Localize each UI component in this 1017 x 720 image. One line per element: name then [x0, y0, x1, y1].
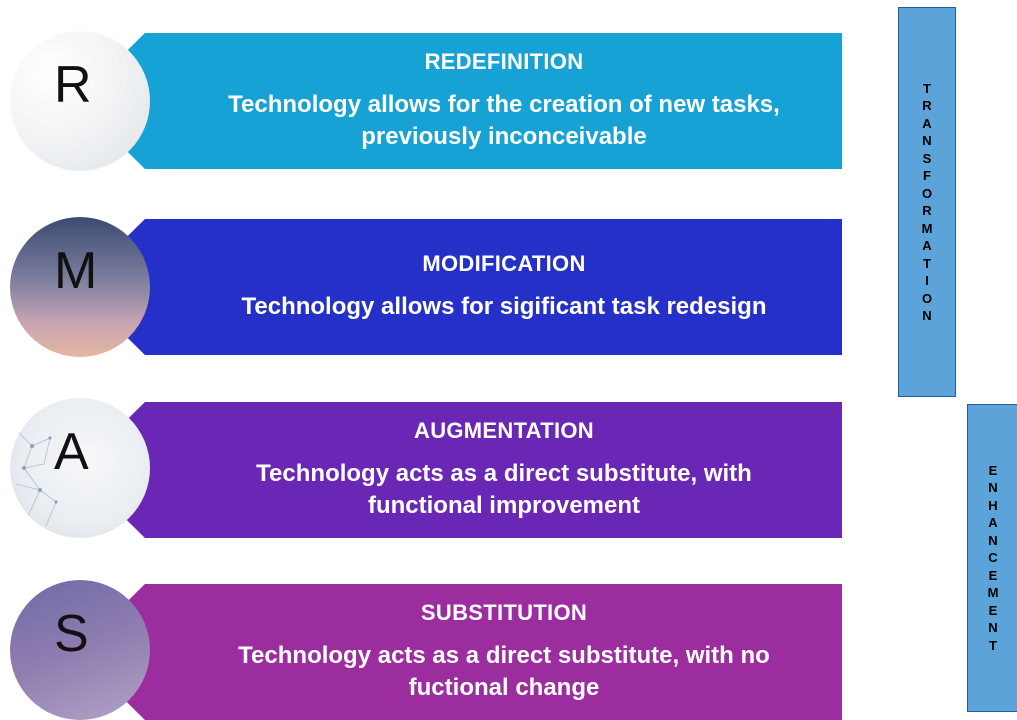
modification-desc-line-1: Technology allows for sigificant task re… [241, 293, 767, 320]
transformation-letter: R [922, 98, 932, 113]
enhancement-letter: E [988, 462, 998, 478]
substitution-desc-line-1: Technology acts as a direct substitute, … [238, 642, 770, 669]
enhancement-letter: M [987, 585, 999, 601]
enhancement-letter: E [988, 602, 998, 618]
network-texture-icon [13, 427, 58, 527]
modification-circle: M [10, 217, 150, 357]
level-modification: MODIFICATION Technology allows for sigif… [0, 217, 880, 357]
transformation-letter: A [922, 238, 932, 253]
transformation-letter: O [921, 290, 933, 306]
enhancement-letter: C [988, 550, 998, 566]
enhancement-label-box: E N H A N C E M E N T [967, 404, 1017, 712]
augmentation-banner [76, 402, 842, 538]
substitution-letter: S [54, 605, 89, 663]
augmentation-letter: A [54, 423, 89, 481]
enhancement-letter: A [988, 515, 998, 531]
augmentation-text: AUGMENTATION Technology acts as a direct… [166, 402, 842, 538]
transformation-label-box: T R A N S F O R M A T I O N [898, 7, 956, 397]
transformation-letter: A [922, 115, 932, 131]
modification-text: MODIFICATION Technology allows for sigif… [166, 219, 842, 355]
transformation-letter: I [925, 273, 929, 288]
substitution-banner [76, 584, 842, 720]
level-substitution: SUBSTITUTION Technology acts as a direct… [0, 580, 880, 720]
redefinition-desc-line-2: previously inconceivable [361, 123, 647, 150]
transformation-letter: O [921, 185, 933, 201]
transformation-letter: M [921, 220, 933, 236]
redefinition-banner [76, 33, 842, 169]
substitution-text: SUBSTITUTION Technology acts as a direct… [166, 584, 842, 720]
substitution-title: SUBSTITUTION [420, 600, 588, 625]
redefinition-title: REDEFINITION [424, 49, 584, 74]
enhancement-letter: N [988, 480, 998, 496]
level-augmentation: AUGMENTATION Technology acts as a direct… [0, 398, 880, 538]
enhancement-letter: H [988, 497, 998, 513]
augmentation-desc-line-1: Technology acts as a direct substitute, … [256, 460, 752, 487]
transformation-letter: R [922, 203, 932, 218]
level-redefinition: REDEFINITION Technology allows for the c… [0, 31, 880, 171]
augmentation-circle: A [10, 398, 150, 538]
redefinition-circle: R [10, 31, 150, 171]
transformation-letter: F [923, 168, 931, 183]
enhancement-letter: N [988, 620, 998, 636]
transformation-letter: N [922, 133, 932, 148]
augmentation-title: AUGMENTATION [414, 418, 594, 443]
substitution-desc-line-2: fuctional change [408, 674, 600, 701]
redefinition-letter: R [54, 56, 92, 114]
modification-letter: M [54, 242, 98, 300]
redefinition-desc-line-1: Technology allows for the creation of ne… [228, 91, 780, 118]
modification-banner [76, 219, 842, 355]
transformation-letter: T [923, 80, 931, 96]
transformation-letter: T [923, 255, 931, 271]
redefinition-text: REDEFINITION Technology allows for the c… [166, 33, 842, 169]
transformation-letter: N [922, 308, 932, 323]
substitution-circle: S [10, 580, 150, 720]
enhancement-letter: T [989, 637, 997, 653]
enhancement-letter: N [988, 532, 998, 548]
enhancement-letter: E [988, 567, 998, 583]
augmentation-desc-line-2: functional improvement [367, 492, 641, 519]
modification-title: MODIFICATION [422, 251, 586, 276]
transformation-letter: S [922, 150, 932, 166]
